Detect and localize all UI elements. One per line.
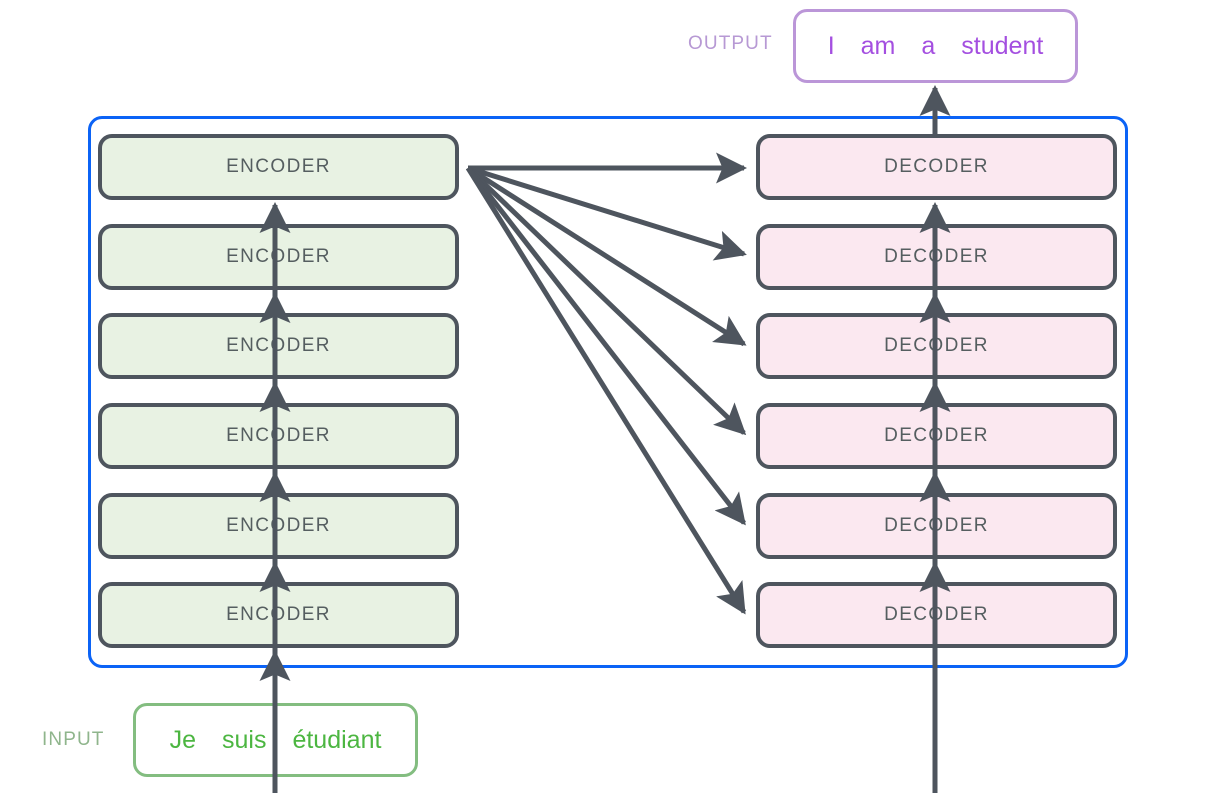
input-box: Je suis étudiant (133, 703, 418, 777)
input-token: étudiant (292, 725, 382, 754)
output-token: a (921, 31, 936, 60)
encoder-block-3: ENCODER (98, 313, 459, 379)
decoder-block-5: DECODER (756, 493, 1117, 559)
input-token: Je (169, 725, 196, 754)
decoder-block-label: DECODER (884, 156, 989, 177)
input-tokens: Je suis étudiant (170, 726, 382, 755)
encoder-block-5: ENCODER (98, 493, 459, 559)
input-token: suis (221, 725, 267, 754)
decoder-block-label: DECODER (884, 425, 989, 446)
output-box: I am a student (793, 9, 1078, 83)
output-token: student (961, 31, 1044, 60)
encoder-block-4: ENCODER (98, 403, 459, 469)
encoder-block-label: ENCODER (226, 335, 331, 356)
input-label: INPUT (42, 729, 105, 750)
output-token: am (860, 31, 896, 60)
decoder-block-6: DECODER (756, 582, 1117, 648)
decoder-block-2: DECODER (756, 224, 1117, 290)
encoder-block-2: ENCODER (98, 224, 459, 290)
encoder-block-label: ENCODER (226, 515, 331, 536)
decoder-block-1: DECODER (756, 134, 1117, 200)
decoder-block-label: DECODER (884, 604, 989, 625)
output-tokens: I am a student (828, 32, 1044, 61)
decoder-block-3: DECODER (756, 313, 1117, 379)
model-container (88, 116, 1128, 668)
encoder-block-label: ENCODER (226, 156, 331, 177)
encoder-block-1: ENCODER (98, 134, 459, 200)
decoder-block-label: DECODER (884, 335, 989, 356)
decoder-block-4: DECODER (756, 403, 1117, 469)
encoder-block-6: ENCODER (98, 582, 459, 648)
encoder-block-label: ENCODER (226, 425, 331, 446)
decoder-block-label: DECODER (884, 246, 989, 267)
output-token: I (827, 31, 835, 60)
encoder-block-label: ENCODER (226, 246, 331, 267)
encoder-block-label: ENCODER (226, 604, 331, 625)
decoder-block-label: DECODER (884, 515, 989, 536)
output-label: OUTPUT (688, 33, 773, 54)
